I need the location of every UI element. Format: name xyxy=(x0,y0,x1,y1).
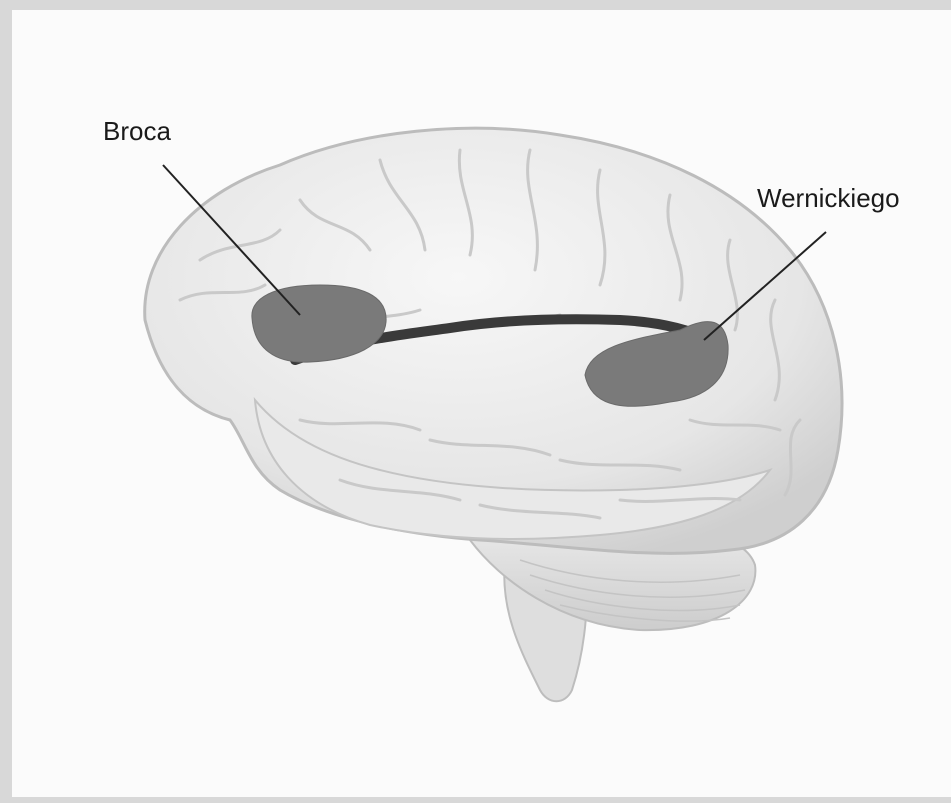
wernicke-label: Wernickiego xyxy=(757,185,900,211)
broca-label: Broca xyxy=(103,118,171,144)
